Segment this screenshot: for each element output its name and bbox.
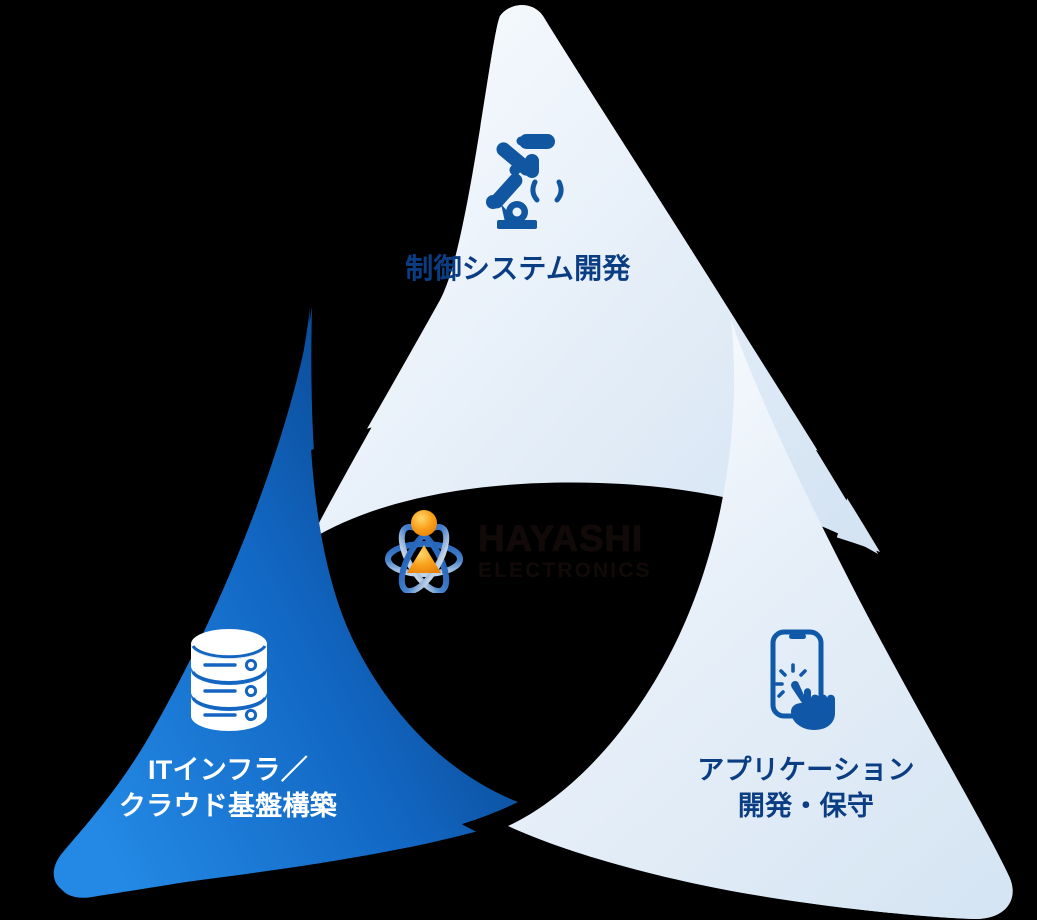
- petal-overlays: [58, 5, 1013, 919]
- petal-app-face: [508, 320, 1013, 919]
- petal-infra-face: [58, 307, 518, 898]
